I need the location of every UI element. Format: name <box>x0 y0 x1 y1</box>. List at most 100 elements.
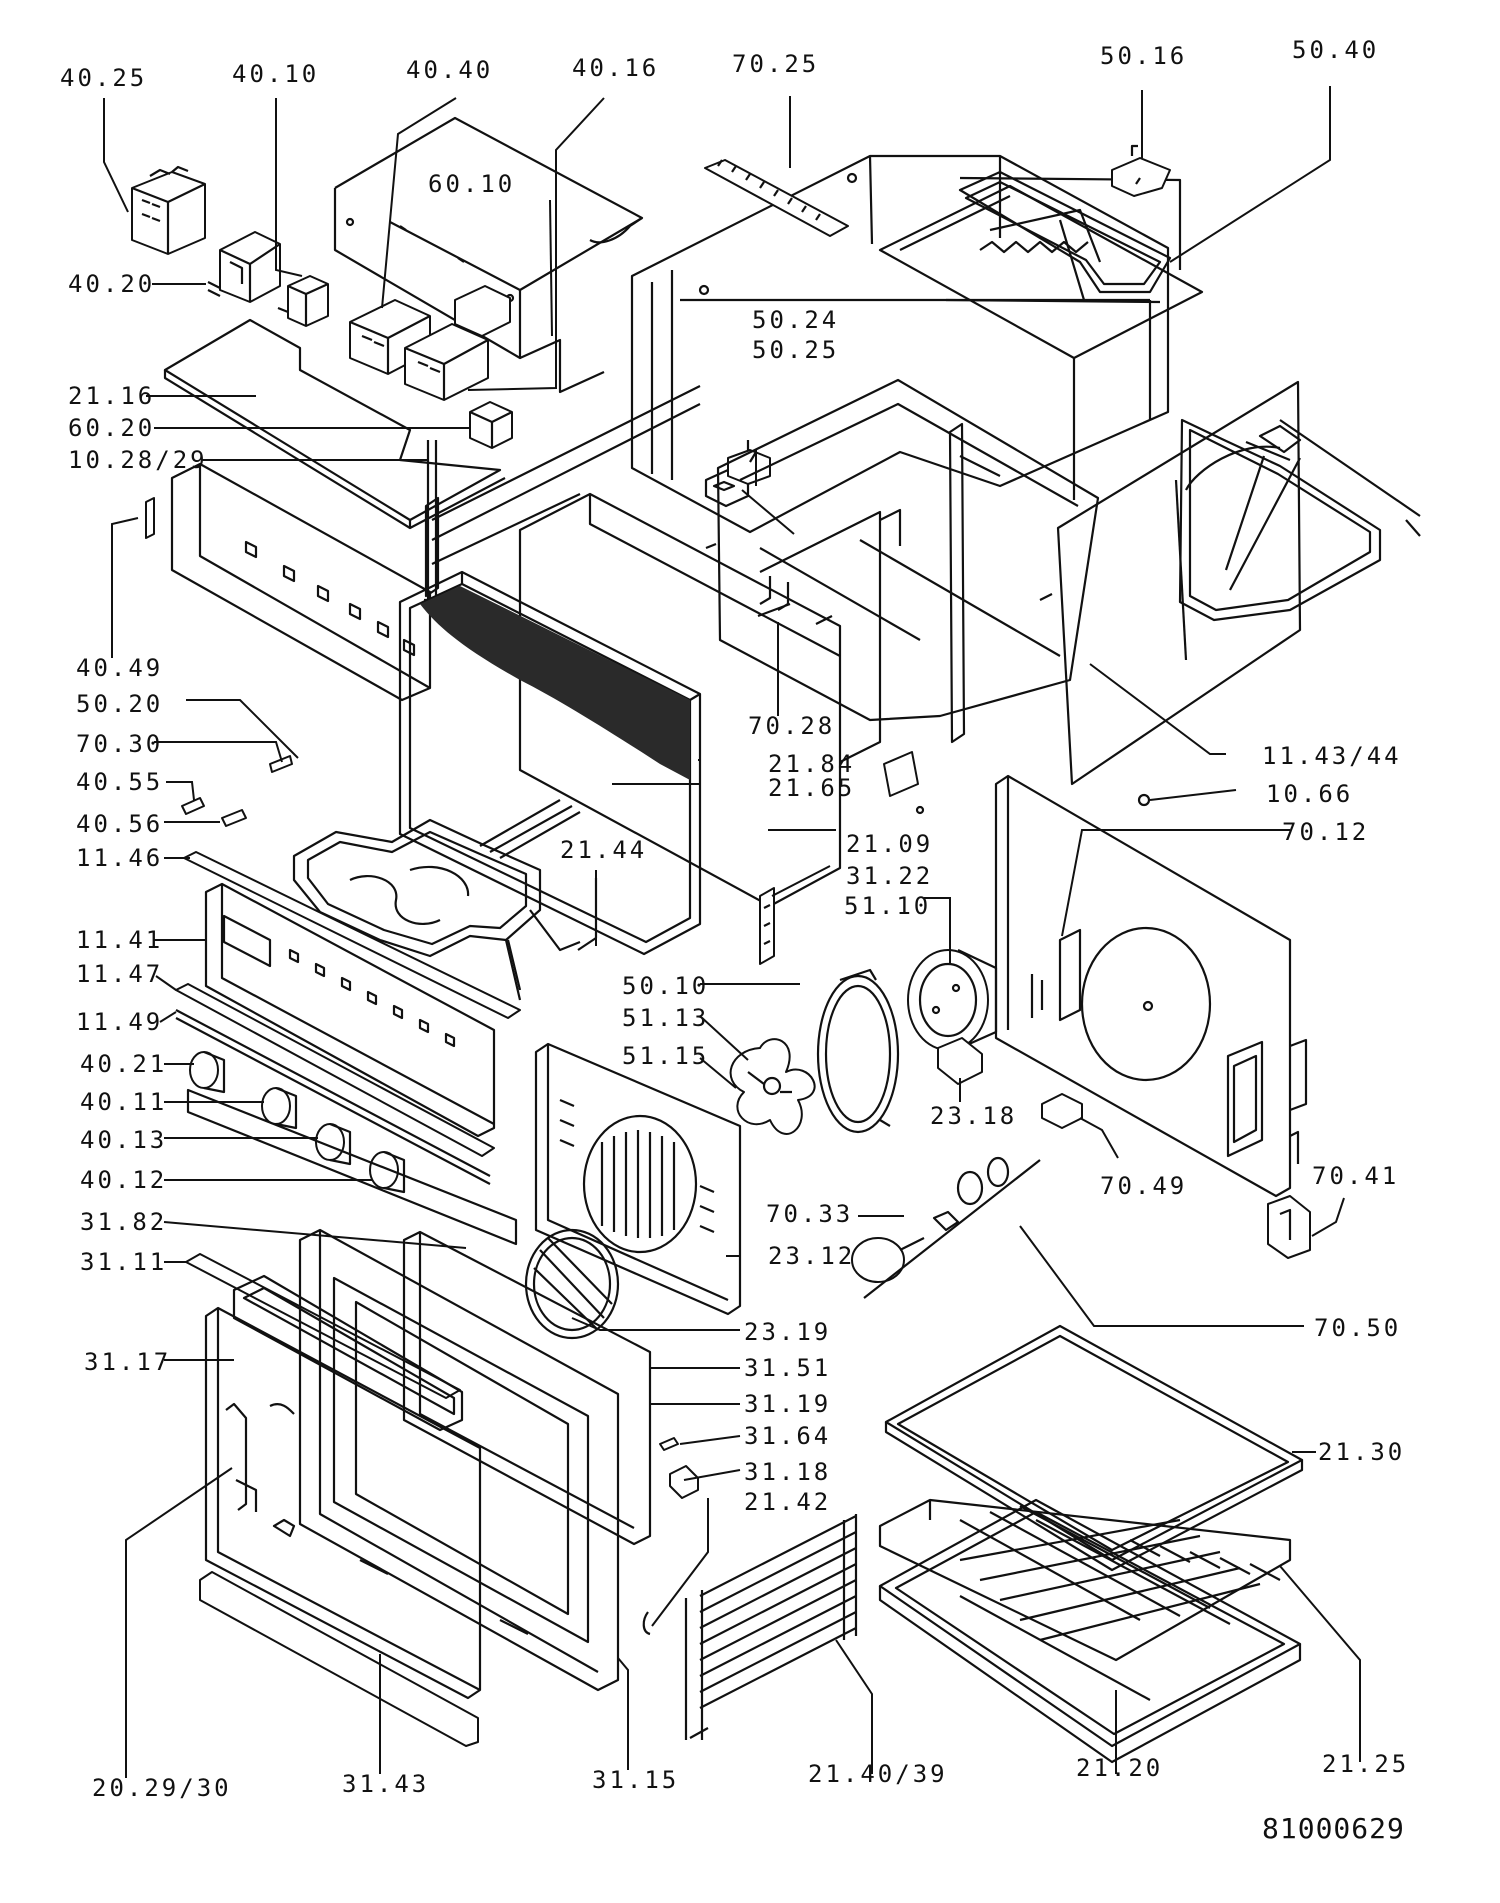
label-40-16: 40.16 <box>572 54 659 82</box>
label-31-17: 31.17 <box>84 1348 171 1376</box>
label-21-16: 21.16 <box>68 382 155 410</box>
label-40-40: 40.40 <box>406 56 493 84</box>
label-70-49: 70.49 <box>1100 1172 1187 1200</box>
label-31-22: 31.22 <box>846 862 933 890</box>
label-31-64: 31.64 <box>744 1422 831 1450</box>
part-31-15 <box>298 1228 620 1692</box>
label-11-47: 11.47 <box>76 960 163 988</box>
label-50-16: 50.16 <box>1100 42 1187 70</box>
label-51-13: 51.13 <box>622 1004 709 1032</box>
label-70-41: 70.41 <box>1312 1162 1399 1190</box>
label-31-11: 31.11 <box>80 1248 167 1276</box>
part-50-20 <box>292 799 581 991</box>
label-21-20: 21.20 <box>1076 1754 1163 1782</box>
label-21-40-39: 21.40/39 <box>808 1760 948 1788</box>
part-11-47 <box>175 983 495 1157</box>
part-40-56 <box>221 809 247 827</box>
label-40-21: 40.21 <box>80 1050 167 1078</box>
part-oven-outer-frame <box>630 154 1170 534</box>
label-31-18: 31.18 <box>744 1458 831 1486</box>
part-31-17 <box>204 1274 482 1700</box>
part-21-84-front-frame <box>398 570 702 956</box>
part-11-41 <box>204 882 496 1138</box>
part-70-30 <box>269 755 293 773</box>
label-40-20: 40.20 <box>68 270 155 298</box>
part-70-12-back-panel <box>994 774 1308 1198</box>
label-31-43: 31.43 <box>342 1770 429 1798</box>
label-40-12: 40.12 <box>80 1166 167 1194</box>
part-60-20 <box>469 401 513 449</box>
part-50-10 <box>816 968 900 1134</box>
label-23-12: 23.12 <box>768 1242 855 1270</box>
part-21-20 <box>878 1498 1302 1764</box>
label-11-41: 11.41 <box>76 926 163 954</box>
label-60-20: 60.20 <box>68 414 155 442</box>
label-70-33: 70.33 <box>766 1200 853 1228</box>
label-70-50: 70.50 <box>1314 1314 1401 1342</box>
label-10-66: 10.66 <box>1266 780 1353 808</box>
label-21-65: 21.65 <box>768 774 855 802</box>
part-40-40-switches <box>349 285 511 401</box>
part-31-43 <box>199 1571 479 1747</box>
part-23-18 <box>937 1037 983 1085</box>
callout-labels: 40.25 40.10 40.40 40.16 70.25 50.16 50.4… <box>60 36 1406 1845</box>
label-70-25: 70.25 <box>732 50 819 78</box>
part-31-22 <box>759 887 775 965</box>
label-40-10: 40.10 <box>232 60 319 88</box>
leader-lines <box>103 86 1361 1778</box>
label-21-42: 21.42 <box>744 1488 831 1516</box>
label-23-18: 23.18 <box>930 1102 1017 1130</box>
label-31-51: 31.51 <box>744 1354 831 1382</box>
label-23-19: 23.19 <box>744 1318 831 1346</box>
part-40-13-knob <box>315 1122 352 1166</box>
label-11-46: 11.46 <box>76 844 163 872</box>
part-11-43-44 <box>716 378 1100 722</box>
part-10-66 <box>1137 793 1151 807</box>
label-10-28-29: 10.28/29 <box>68 446 208 474</box>
part-40-55 <box>181 797 205 815</box>
part-51-10 <box>907 949 998 1051</box>
part-50-16 <box>1111 144 1171 197</box>
part-cavity-hatch <box>420 586 690 780</box>
part-20-29-30 <box>225 1402 296 1538</box>
part-31-64 <box>659 1437 679 1451</box>
label-20-29-30: 20.29/30 <box>92 1774 232 1802</box>
part-40-20 <box>207 231 281 303</box>
label-50-24: 50.24 <box>752 306 839 334</box>
drawing-reference-number: 81000629 <box>1262 1812 1405 1845</box>
label-21-09: 21.09 <box>846 830 933 858</box>
part-front-frame-uprights <box>424 385 966 744</box>
part-51-13-fan <box>729 1038 816 1135</box>
label-31-15: 31.15 <box>592 1766 679 1794</box>
label-11-49: 11.49 <box>76 1008 163 1036</box>
part-control-panel-frame <box>170 462 432 702</box>
part-23-12 <box>534 1042 742 1316</box>
label-51-10: 51.10 <box>844 892 931 920</box>
part-bracket-21-09 <box>883 751 925 815</box>
part-31-18 <box>669 1465 699 1499</box>
label-40-13: 40.13 <box>80 1126 167 1154</box>
label-70-12: 70.12 <box>1282 818 1369 846</box>
label-50-40: 50.40 <box>1292 36 1379 64</box>
label-40-25: 40.25 <box>60 64 147 92</box>
part-11-46 <box>183 851 521 1019</box>
label-60-10: 60.10 <box>428 170 515 198</box>
part-40-12-knob <box>369 1150 406 1194</box>
label-21-44: 21.44 <box>560 836 647 864</box>
part-top-frame <box>878 176 1204 500</box>
label-31-82: 31.82 <box>80 1208 167 1236</box>
part-70-41 <box>1267 1195 1311 1259</box>
part-70-28 <box>757 576 791 618</box>
part-back-right-panel <box>1056 380 1302 786</box>
label-40-11: 40.11 <box>80 1088 167 1116</box>
label-50-10: 50.10 <box>622 972 709 1000</box>
label-40-49: 40.49 <box>76 654 163 682</box>
label-11-43-44: 11.43/44 <box>1262 742 1402 770</box>
part-70-25 <box>704 159 849 237</box>
label-40-56: 40.56 <box>76 810 163 838</box>
label-50-25: 50.25 <box>752 336 839 364</box>
label-21-84: 21.84 <box>768 750 855 778</box>
part-40-40-housing <box>333 116 644 394</box>
part-21-42 <box>642 1611 651 1636</box>
